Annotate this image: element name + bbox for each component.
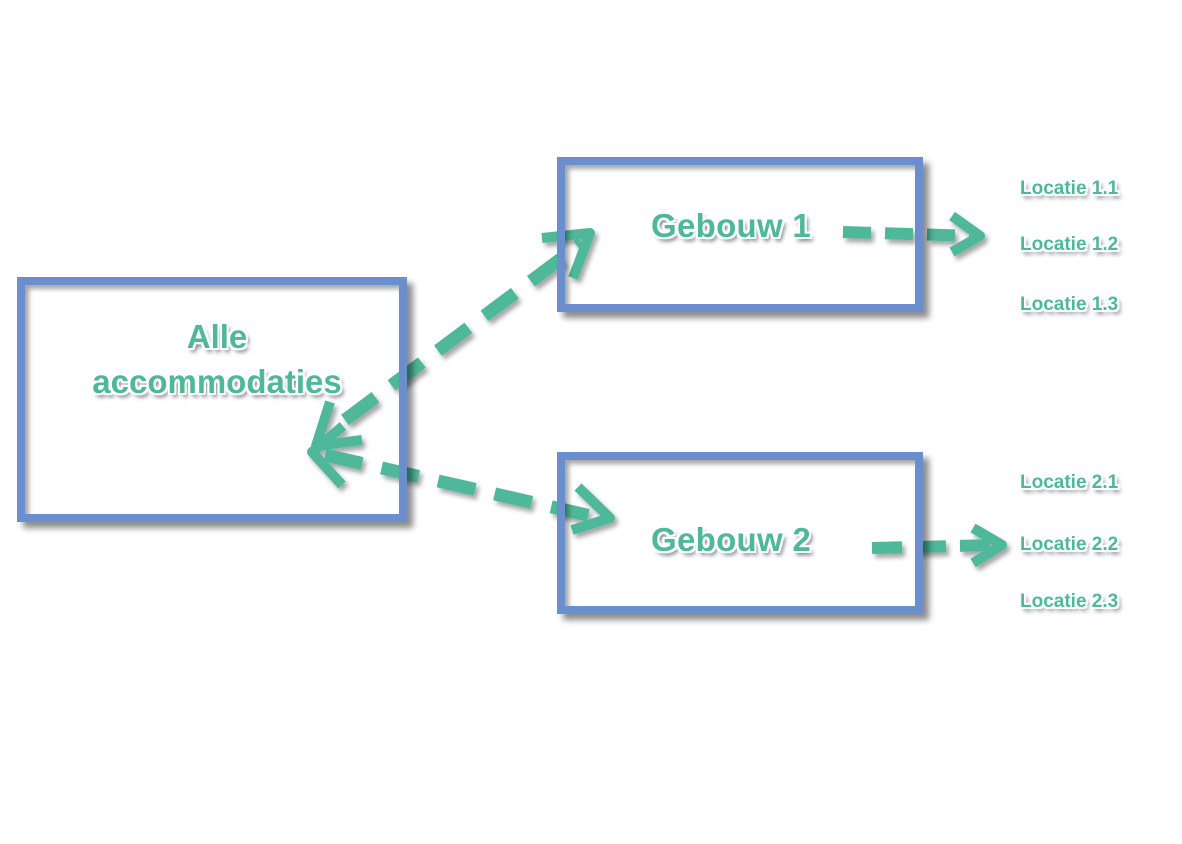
location-2-1: Locatie 2.1 — [1020, 472, 1119, 493]
root-box — [17, 277, 407, 522]
location-2-3: Locatie 2.3 — [1020, 591, 1119, 612]
root-label-line-2: accommodaties — [92, 363, 342, 400]
building-1-box — [557, 157, 923, 312]
location-1-2: Locatie 1.2 — [1020, 234, 1119, 255]
location-2-2: Locatie 2.2 — [1020, 534, 1119, 555]
root-label-line-1: Alle — [186, 318, 248, 355]
building-1-label: Gebouw 1 — [651, 207, 812, 244]
location-1-1: Locatie 1.1 — [1020, 178, 1119, 199]
building-2-box — [557, 452, 923, 614]
arrowhead-locations-1 — [949, 211, 985, 257]
arrowhead-locations-2 — [970, 523, 1007, 568]
location-1-3: Locatie 1.3 — [1020, 294, 1119, 315]
root-label: Alle accommodaties — [62, 314, 372, 404]
building-2-label: Gebouw 2 — [651, 521, 812, 558]
